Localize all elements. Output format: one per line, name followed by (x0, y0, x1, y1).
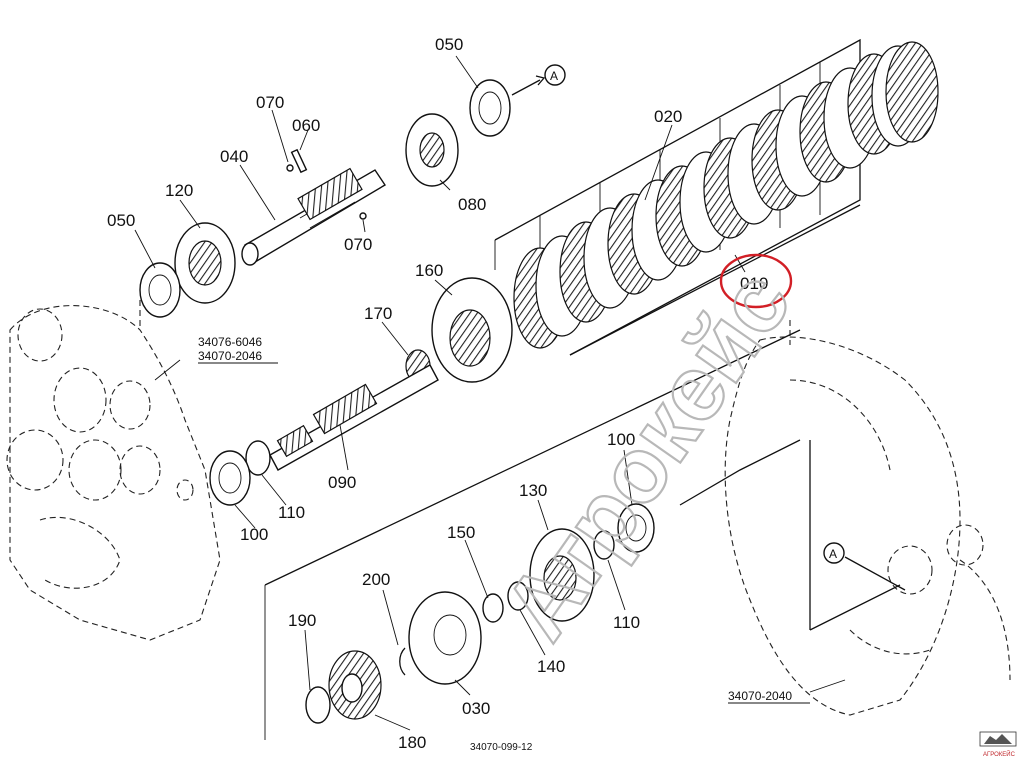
label-200: 200 (362, 570, 390, 589)
right-housing (724, 320, 1011, 716)
reference-labels: 34076-6046 34070-2046 34070-2040 34070-0… (198, 335, 810, 753)
label-090: 090 (328, 473, 356, 492)
label-150: 150 (447, 523, 475, 542)
housing-ref: 34070-2040 (728, 689, 792, 703)
left-transmission-case (6, 300, 221, 641)
upper-shaft-assembly (139, 75, 546, 318)
label-060: 060 (292, 116, 320, 135)
label-180: 180 (398, 733, 426, 752)
svg-text:A: A (550, 69, 558, 83)
label-010: 010 (740, 274, 768, 293)
marker-a-right: A (823, 542, 845, 564)
label-070-a: 070 (256, 93, 284, 112)
case-ref-1: 34076-6046 (198, 335, 262, 349)
label-080: 080 (458, 195, 486, 214)
label-120: 120 (165, 181, 193, 200)
clutch-plate-stack (513, 41, 939, 349)
marker-a-top: A (544, 64, 566, 86)
lower-assembly-frame (264, 329, 906, 740)
label-110-a: 110 (278, 503, 305, 522)
label-100-a: 100 (240, 525, 268, 544)
brand-logo: АГРОКЕЙС (979, 731, 1017, 758)
label-020: 020 (654, 107, 682, 126)
label-050-top: 050 (435, 35, 463, 54)
svg-text:A: A (829, 547, 837, 561)
label-110-b: 110 (613, 613, 640, 632)
middle-shaft-assembly (209, 277, 513, 506)
part-labels: 050 070 060 040 120 050 080 070 020 010 … (107, 35, 768, 752)
label-050-left: 050 (107, 211, 135, 230)
label-070-b: 070 (344, 235, 372, 254)
label-030: 030 (462, 699, 490, 718)
label-130: 130 (519, 481, 547, 500)
label-190: 190 (288, 611, 316, 630)
label-170: 170 (364, 304, 392, 323)
label-140: 140 (537, 657, 565, 676)
label-160: 160 (415, 261, 443, 280)
case-ref-2: 34070-2046 (198, 349, 262, 363)
leader-lines (134, 55, 846, 731)
highlight-010-circle (719, 253, 793, 309)
figure-code: 34070-099-12 (470, 742, 533, 753)
lower-shaft-assembly (305, 503, 655, 724)
logo-text: АГРОКЕЙС (983, 750, 1016, 758)
label-100-b: 100 (607, 430, 635, 449)
label-040: 040 (220, 147, 248, 166)
